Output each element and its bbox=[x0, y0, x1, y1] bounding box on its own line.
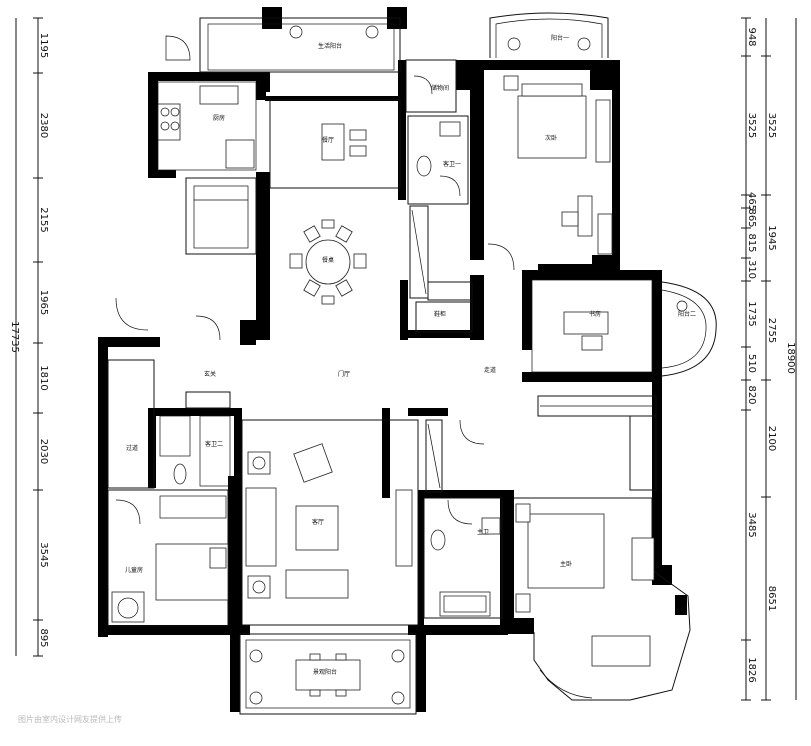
left-total-dimension: 17735 bbox=[9, 321, 20, 353]
room-label-master-bedroom: 主卧 bbox=[560, 560, 572, 568]
right-mid-dimension-label: 2100 bbox=[766, 426, 777, 451]
left-dimension-label: 3545 bbox=[38, 542, 49, 567]
right-inner-dimension-label: 3485 bbox=[746, 512, 757, 537]
room-label-kids-room: 儿童房 bbox=[125, 566, 143, 574]
room-label-entrance: 玄关 bbox=[204, 370, 216, 378]
left-dimension-segments: 1195 2380 2155 1965 1810 2030 3545 895 bbox=[33, 17, 49, 657]
right-inner-dimension-label: 815 bbox=[746, 233, 757, 252]
room-label-hallway: 走道 bbox=[484, 366, 496, 374]
room-label-guest-bath-2: 客卫二 bbox=[205, 440, 223, 448]
right-inner-dimension-label: 820 bbox=[746, 385, 757, 404]
left-dimension-label: 1810 bbox=[38, 365, 49, 390]
room-label-second-bedroom: 次卧 bbox=[545, 134, 557, 142]
right-total-dimension: 18900 bbox=[785, 342, 796, 374]
right-mid-dimension-label: 2755 bbox=[766, 318, 777, 343]
right-mid-dimension-label: 3525 bbox=[766, 113, 777, 138]
room-label-foyer: 门厅 bbox=[338, 370, 350, 378]
right-inner-dimension-label: 948 bbox=[746, 27, 757, 46]
room-label-dining-room: 餐厅 bbox=[322, 136, 334, 144]
room-label-dining-table: 餐桌 bbox=[322, 256, 334, 264]
right-inner-dimension-label: 865 bbox=[746, 208, 757, 227]
left-dimension-label: 2380 bbox=[38, 113, 49, 138]
left-dimension-label: 1195 bbox=[38, 33, 49, 58]
right-inner-dimension-label: 1826 bbox=[746, 657, 757, 682]
room-label-guest-bath-1: 客卫一 bbox=[443, 160, 461, 168]
room-label-master-bath: 主卫 bbox=[477, 528, 489, 536]
left-dimension-label: 2155 bbox=[38, 207, 49, 232]
room-label-kitchen: 厨房 bbox=[213, 114, 225, 122]
left-dimension-label: 895 bbox=[38, 628, 49, 647]
room-label-balcony-1: 阳台一 bbox=[551, 34, 569, 42]
room-label-shoe-cabinet: 鞋柜 bbox=[434, 310, 446, 318]
room-label-storage: 储物间 bbox=[431, 84, 449, 92]
partitions bbox=[107, 12, 717, 715]
right-inner-dimension-label: 3525 bbox=[746, 113, 757, 138]
right-mid-dimension-segments: 3525 1945 2755 2100 8651 bbox=[761, 55, 777, 701]
left-dimension-label: 1965 bbox=[38, 290, 49, 315]
left-dimension-label: 2030 bbox=[38, 439, 49, 464]
right-mid-dimension-label: 8651 bbox=[766, 586, 777, 611]
right-inner-dimension-label: 465 bbox=[746, 192, 757, 211]
watermark-text: 图片由室内设计网友提供上传 bbox=[18, 714, 122, 724]
walls bbox=[98, 7, 687, 712]
room-label-living-room: 客厅 bbox=[312, 518, 324, 526]
right-mid-dimension-label: 1945 bbox=[766, 225, 777, 250]
left-dimension-axis: 1195 2380 2155 1965 1810 2030 3545 895 17735 bbox=[9, 17, 49, 657]
room-label-study: 书房 bbox=[589, 310, 601, 318]
right-inner-dimension-label: 1735 bbox=[746, 301, 757, 326]
right-inner-dimension-label: 310 bbox=[746, 260, 757, 279]
room-label-landscape-balcony: 景观阳台 bbox=[313, 668, 337, 676]
room-label-balcony-2: 阳台二 bbox=[678, 310, 696, 318]
room-label-living-balcony: 生活阳台 bbox=[318, 42, 342, 50]
room-label-corridor: 过道 bbox=[126, 444, 138, 452]
right-inner-dimension-label: 510 bbox=[746, 354, 757, 373]
